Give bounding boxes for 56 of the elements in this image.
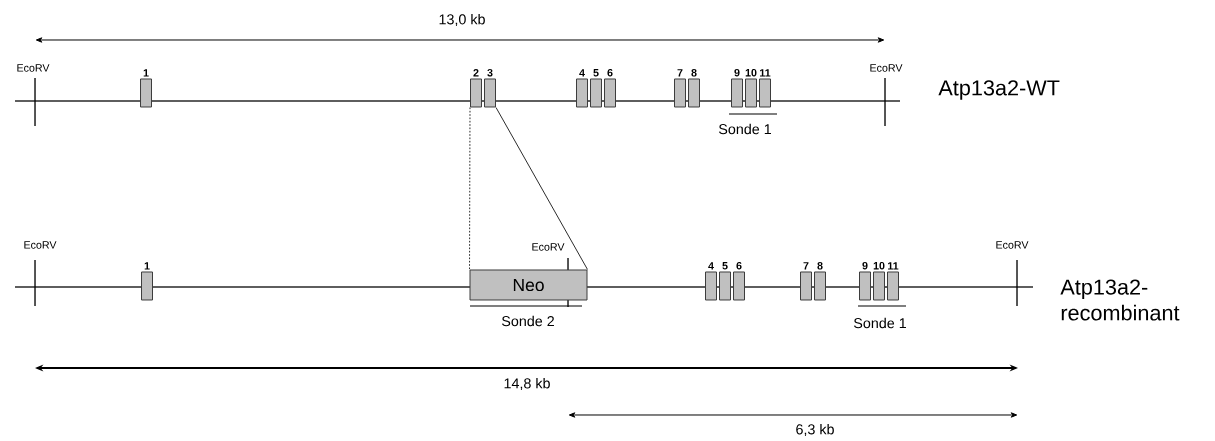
node-label: 11 <box>760 69 771 77</box>
probe-label: Sonde 2 <box>501 315 554 327</box>
exon-box: 2 <box>470 69 482 108</box>
exon-box: 7 <box>800 262 812 301</box>
exon-box: 8 <box>814 261 826 301</box>
exon-box: 4 <box>705 262 717 301</box>
exon-box: 1 <box>141 262 153 301</box>
exon-box: 7 <box>674 69 686 108</box>
exon-box: 4 <box>576 69 588 108</box>
site-label: EcoRV <box>870 64 903 72</box>
node-label: 5 <box>593 69 599 77</box>
node-label: 10 <box>745 68 757 77</box>
neo-box: Neo <box>469 269 588 301</box>
node-label: 3 <box>487 68 493 77</box>
exon-box: 6 <box>733 261 745 301</box>
exon-box: 9 <box>859 261 871 301</box>
node-label: 7 <box>803 262 809 270</box>
exon-box: 1 <box>140 69 152 108</box>
node-label: 6 <box>736 261 742 270</box>
node-label: 9 <box>862 261 868 270</box>
dimension-label: 13,0 kb <box>439 13 485 27</box>
exon-box: 11 <box>887 262 899 301</box>
exon-box: 5 <box>719 262 731 301</box>
site-label: EcoRV <box>17 64 50 72</box>
probe-label: Sonde 1 <box>718 123 771 135</box>
exon-box: 9 <box>731 68 743 108</box>
node-label: 4 <box>708 262 714 270</box>
site-label: EcoRV <box>996 241 1029 249</box>
node-label: 5 <box>722 262 728 270</box>
exon-box: 10 <box>745 68 757 108</box>
node-label: 1 <box>144 262 150 270</box>
site-label: EcoRV <box>532 243 565 251</box>
connector-line <box>495 107 588 270</box>
node-label: 8 <box>691 68 697 77</box>
construct-label: Atp13a2-WT <box>938 80 1060 100</box>
exon-box: 10 <box>873 261 885 301</box>
site-label: EcoRV <box>24 241 57 249</box>
exon-box: 8 <box>688 68 700 108</box>
dimension-label: 14,8 kb <box>504 377 550 391</box>
connector-line <box>469 107 471 270</box>
node-label: 1 <box>143 69 149 77</box>
exon-box: 3 <box>484 68 496 108</box>
node-label: 8 <box>817 261 823 270</box>
node-label: 4 <box>579 69 585 77</box>
node-label: 9 <box>734 68 740 77</box>
construct-label: Atp13a2- recombinant <box>1060 279 1180 321</box>
node-label: 11 <box>888 262 899 270</box>
node-label: 7 <box>677 69 683 77</box>
exon-box: 5 <box>590 69 602 108</box>
exon-box: 11 <box>759 69 771 108</box>
probe-label: Sonde 1 <box>853 317 906 329</box>
exon-box: 6 <box>604 68 616 108</box>
dimension-label: 6,3 kb <box>796 423 834 437</box>
node-label: 10 <box>873 261 885 270</box>
node-label: 2 <box>473 69 479 77</box>
node-label: 6 <box>607 68 613 77</box>
